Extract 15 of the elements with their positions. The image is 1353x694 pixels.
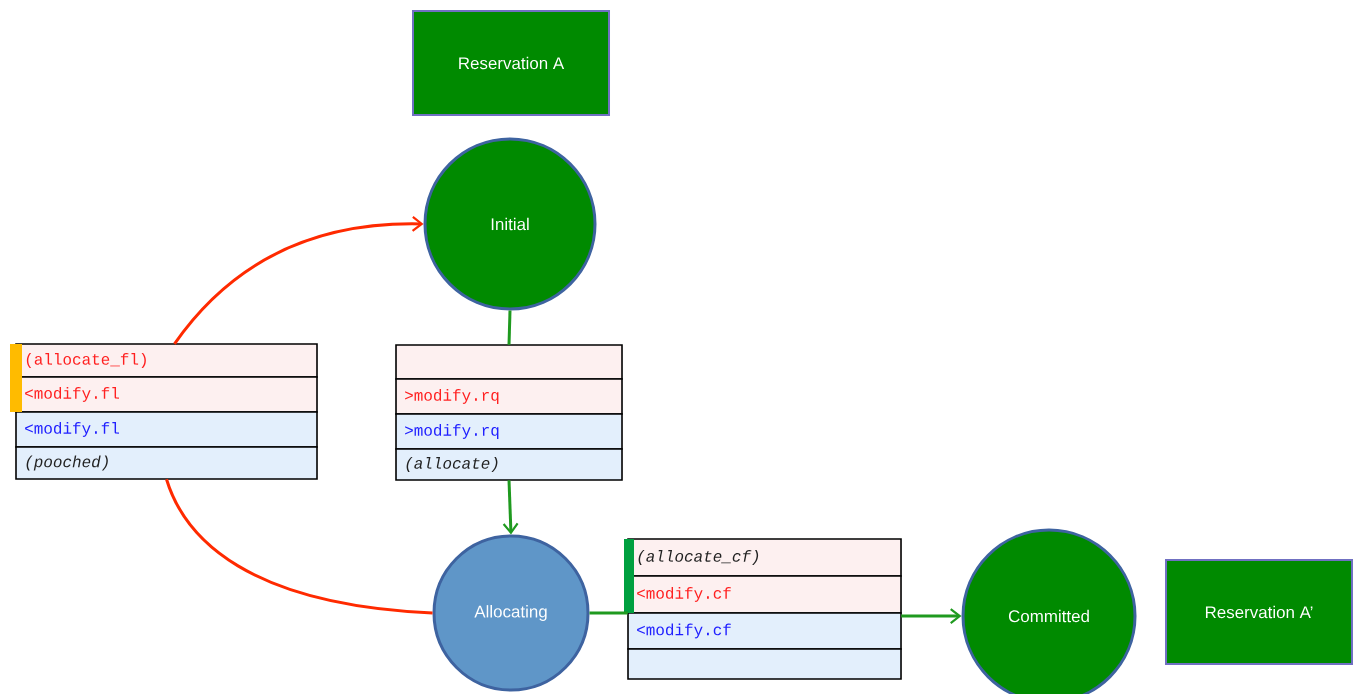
table-cell: (allocate) [395,448,623,481]
state-box: Reservation A [412,10,610,116]
table-cell: <modify.cf [627,612,902,650]
table-cell: <modify.cf [627,575,902,614]
table-cell: >modify.rq [395,413,623,450]
table-cell: (allocate_cf) [627,538,902,577]
arrow [173,215,424,345]
table-cell: <modify.fl [15,376,318,413]
table-cell: (allocate_fl) [15,343,318,378]
table-cell: >modify.rq [395,378,623,415]
arrow [901,608,962,624]
table-cell: <modify.fl [15,411,318,448]
table-cell: (pooched) [15,446,318,480]
arrow [502,480,519,535]
state-box: Reservation A’ [1165,559,1353,665]
